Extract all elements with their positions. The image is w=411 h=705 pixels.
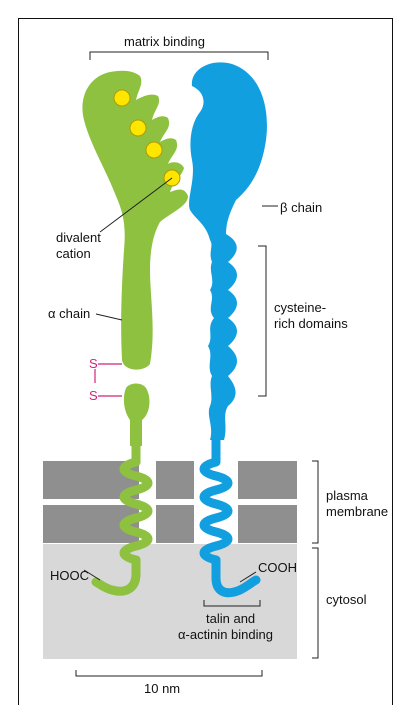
label-cytosol: cytosol xyxy=(326,592,367,607)
label-scale: 10 nm xyxy=(144,681,180,696)
cation-1 xyxy=(114,90,130,106)
label-cation: cation xyxy=(56,246,91,261)
label-membrane: membrane xyxy=(326,504,388,519)
label-alpha-chain: α chain xyxy=(48,306,90,321)
sulfur-bottom: S xyxy=(89,388,98,403)
cation-3 xyxy=(146,142,162,158)
label-matrix-binding: matrix binding xyxy=(124,34,205,49)
plasma-membrane xyxy=(43,461,297,543)
label-beta-chain: β chain xyxy=(280,200,322,215)
sulfur-top: S xyxy=(89,356,98,371)
label-cysteine: cysteine- xyxy=(274,300,326,315)
cation-2 xyxy=(130,120,146,136)
label-cooh: COOH xyxy=(258,560,297,575)
label-actinin-binding: α-actinin binding xyxy=(178,627,273,642)
label-divalent: divalent xyxy=(56,230,101,245)
label-hooc: HOOC xyxy=(50,568,89,583)
label-plasma: plasma xyxy=(326,488,369,503)
label-rich-domains: rich domains xyxy=(274,316,348,331)
disulfide-bond xyxy=(95,364,122,396)
label-talin-and: talin and xyxy=(206,611,255,626)
